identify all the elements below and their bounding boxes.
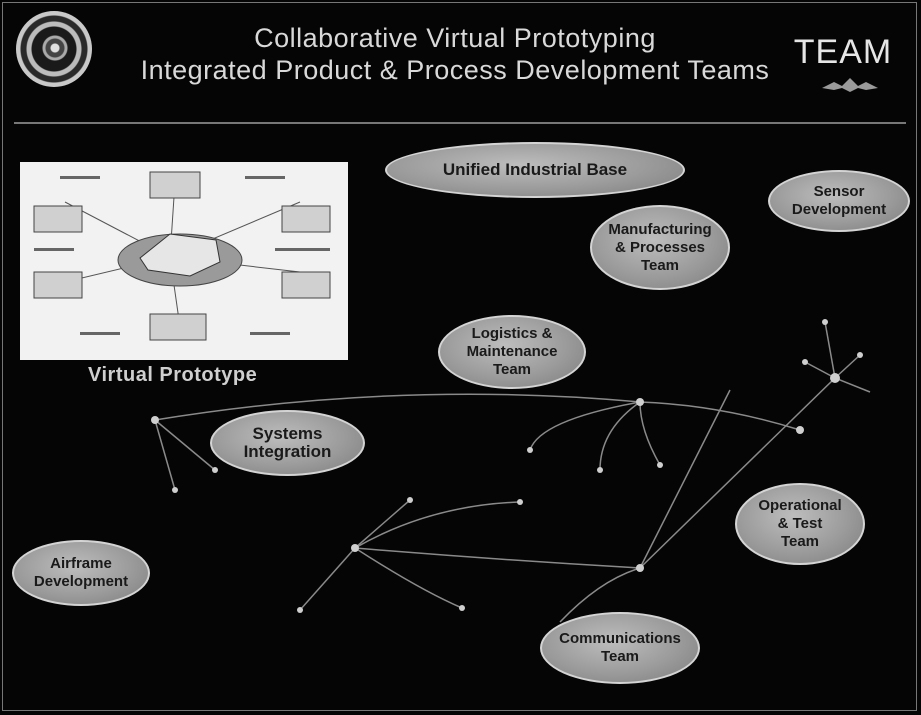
network-link xyxy=(834,354,861,379)
network-node xyxy=(802,359,808,365)
network-node xyxy=(297,607,303,613)
prototype-schematic xyxy=(33,171,331,341)
team-bubble-systems: Systems Integration xyxy=(210,410,365,476)
virtual-prototype-diagram xyxy=(20,162,348,360)
team-bubble-manufacturing: Manufacturing & Processes Team xyxy=(590,205,730,290)
navy-seal-logo xyxy=(16,11,92,87)
network-link xyxy=(354,499,411,549)
network-node xyxy=(796,426,804,434)
network-link xyxy=(354,547,463,609)
network-node xyxy=(459,605,465,611)
network-node xyxy=(830,373,840,383)
network-link xyxy=(154,419,216,471)
network-link xyxy=(599,401,641,471)
title-line-1: Collaborative Virtual Prototyping xyxy=(254,23,656,53)
team-bubble-industrial-base: Unified Industrial Base xyxy=(385,142,685,198)
team-bubble-operational: Operational & Test Team xyxy=(735,483,865,565)
team-bubble-airframe: Airframe Development xyxy=(12,540,150,606)
network-node xyxy=(212,467,218,473)
virtual-prototype-caption: Virtual Prototype xyxy=(88,364,258,386)
network-link xyxy=(804,361,836,379)
network-node xyxy=(151,416,159,424)
network-link xyxy=(639,377,836,569)
network-node xyxy=(657,462,663,468)
team-bubble-sensor: Sensor Development xyxy=(768,170,910,232)
team-bubble-logistics: Logistics & Maintenance Team xyxy=(438,315,586,389)
network-node xyxy=(407,497,413,503)
network-node xyxy=(636,398,644,406)
network-node xyxy=(597,467,603,473)
network-link xyxy=(529,401,641,451)
network-node xyxy=(822,319,828,325)
team-emblem-icon xyxy=(822,78,878,92)
network-link xyxy=(639,389,731,569)
network-node xyxy=(351,544,359,552)
network-node xyxy=(172,487,178,493)
network-link xyxy=(639,401,661,466)
header-divider xyxy=(14,122,906,124)
network-link xyxy=(824,321,836,379)
network-node xyxy=(527,447,533,453)
title-line-2: Integrated Product & Process Development… xyxy=(140,55,770,85)
network-link xyxy=(834,377,871,393)
seal-emblem xyxy=(40,33,70,63)
network-link xyxy=(559,567,641,623)
network-link xyxy=(154,393,641,421)
slide-title: Collaborative Virtual Prototyping Integr… xyxy=(110,22,800,86)
network-node xyxy=(517,499,523,505)
network-node xyxy=(857,352,863,358)
team-label: TEAM xyxy=(793,33,893,71)
network-node xyxy=(636,564,644,572)
network-link xyxy=(299,547,356,611)
network-link xyxy=(354,501,521,549)
network-link xyxy=(354,547,641,569)
team-bubble-communications: Communications Team xyxy=(540,612,700,684)
network-link xyxy=(639,401,801,431)
network-link xyxy=(154,419,176,491)
